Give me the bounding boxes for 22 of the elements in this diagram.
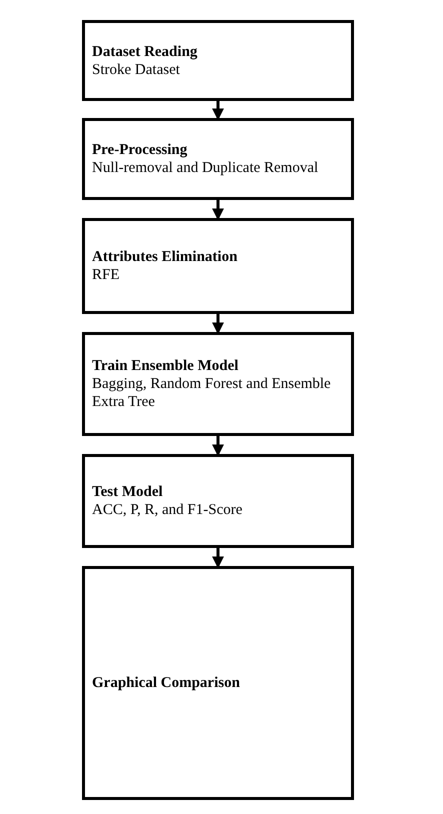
step-description: Stroke Dataset: [92, 60, 181, 78]
arrow: [212, 314, 224, 334]
process-box: [82, 218, 354, 314]
arrow: [212, 436, 224, 456]
process-box: [82, 332, 354, 436]
step-title: Graphical Comparison: [92, 674, 241, 692]
step-title: Dataset Reading: [92, 42, 198, 60]
process-box: [82, 20, 354, 101]
step-title: Pre-Processing: [92, 141, 188, 159]
step-title: Attributes Elimination: [92, 248, 238, 266]
process-box: [82, 566, 354, 800]
step-description: RFE: [92, 266, 121, 284]
step-description: ACC, P, R, and F1-Score: [92, 501, 244, 519]
step-title: Test Model: [92, 483, 164, 501]
arrow: [212, 548, 224, 568]
step-description: Bagging, Random Forest and Ensemble Extra Tree: [92, 375, 332, 411]
process-box: [82, 118, 354, 200]
process-box: [82, 454, 354, 548]
arrow: [212, 200, 224, 220]
arrow: [212, 101, 224, 120]
step-description: Null-removal and Duplicate Removal: [92, 159, 320, 177]
step-title: Train Ensemble Model: [92, 357, 240, 375]
